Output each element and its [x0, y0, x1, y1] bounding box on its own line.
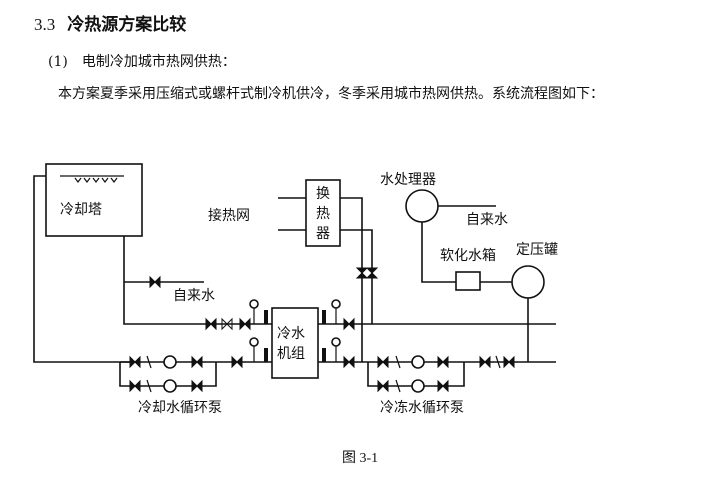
valve-icon	[377, 355, 389, 369]
valve-icon	[377, 379, 389, 393]
check-valve-icon	[395, 355, 401, 369]
pressure-gauge-icon	[331, 337, 341, 347]
heat-exchanger-box	[305, 179, 341, 247]
softened-tank-label: 软化水箱	[440, 248, 496, 264]
heat-exchanger-label-3: 器	[316, 226, 330, 242]
valve-icon	[479, 355, 491, 369]
pipe-tower-return	[33, 175, 130, 363]
valve-icon	[205, 317, 217, 331]
check-valve-icon	[146, 355, 152, 369]
city-water-label-left: 自来水	[173, 288, 215, 304]
valve-icon	[355, 267, 369, 279]
heat-exchanger-label-2: 热	[316, 206, 330, 222]
chilled-pump-label: 冷冻水循环泵	[380, 399, 464, 416]
valve-icon	[365, 267, 379, 279]
pressure-tank-label: 定压罐	[516, 242, 558, 258]
item-title: 电制冷加城市热网供热：	[81, 54, 236, 70]
valve-icon	[437, 355, 449, 369]
section-title: 冷热源方案比较	[67, 15, 187, 35]
pump-icon	[411, 379, 425, 393]
section-heading: 3.3 冷热源方案比较	[34, 10, 186, 35]
heat-network-label: 接热网	[208, 207, 250, 224]
valve-icon	[221, 317, 233, 331]
chiller-box	[271, 307, 319, 379]
valve-icon	[239, 317, 251, 331]
cooling-tower-label: 冷却塔	[60, 202, 102, 218]
city-water-label-top: 自来水	[466, 212, 508, 228]
valve-icon	[231, 355, 243, 369]
item-index: (1)	[48, 54, 68, 70]
valve-icon	[191, 379, 203, 393]
body-paragraph: 本方案夏季采用压缩式或螺杆式制冷机供冷，冬季采用城市热网供热。系统流程图如下：	[58, 86, 604, 102]
pipe-hx-return	[340, 197, 363, 362]
pump-icon	[163, 355, 177, 369]
section-number: 3.3	[34, 15, 56, 34]
water-treatment-unit	[405, 189, 439, 223]
list-item: (1) 电制冷加城市热网供热：	[48, 51, 236, 71]
pump-icon	[163, 379, 177, 393]
valve-icon	[437, 379, 449, 393]
valve-icon	[129, 379, 141, 393]
valve-icon	[191, 355, 203, 369]
valve-icon	[129, 355, 141, 369]
pressure-gauge-icon	[331, 299, 341, 309]
pipe-tower-supply	[123, 236, 272, 325]
pressure-tank	[511, 265, 545, 299]
cooling-pump-label: 冷却水循环泵	[138, 400, 222, 416]
chiller-label-line2: 机组	[277, 346, 305, 362]
valve-icon	[503, 355, 515, 369]
valve-icon	[343, 355, 355, 369]
pipe-treatment-to-tank	[421, 222, 456, 283]
pressure-gauge-icon	[249, 299, 259, 309]
pipe-hx-supply	[340, 229, 373, 324]
valve-icon	[149, 275, 161, 289]
spray-nozzles-icon	[60, 175, 124, 183]
pump-icon	[411, 355, 425, 369]
check-valve-icon	[495, 355, 501, 369]
water-treatment-label: 水处理器	[380, 172, 436, 188]
pressure-gauge-icon	[249, 337, 259, 347]
softened-water-tank	[455, 271, 481, 291]
check-valve-icon	[395, 379, 401, 393]
check-valve-icon	[146, 379, 152, 393]
chiller-label-line1: 冷水	[277, 326, 305, 342]
heat-exchanger-label-1: 换	[316, 185, 330, 202]
valve-icon	[343, 317, 355, 331]
cooling-tower-box	[45, 163, 143, 237]
